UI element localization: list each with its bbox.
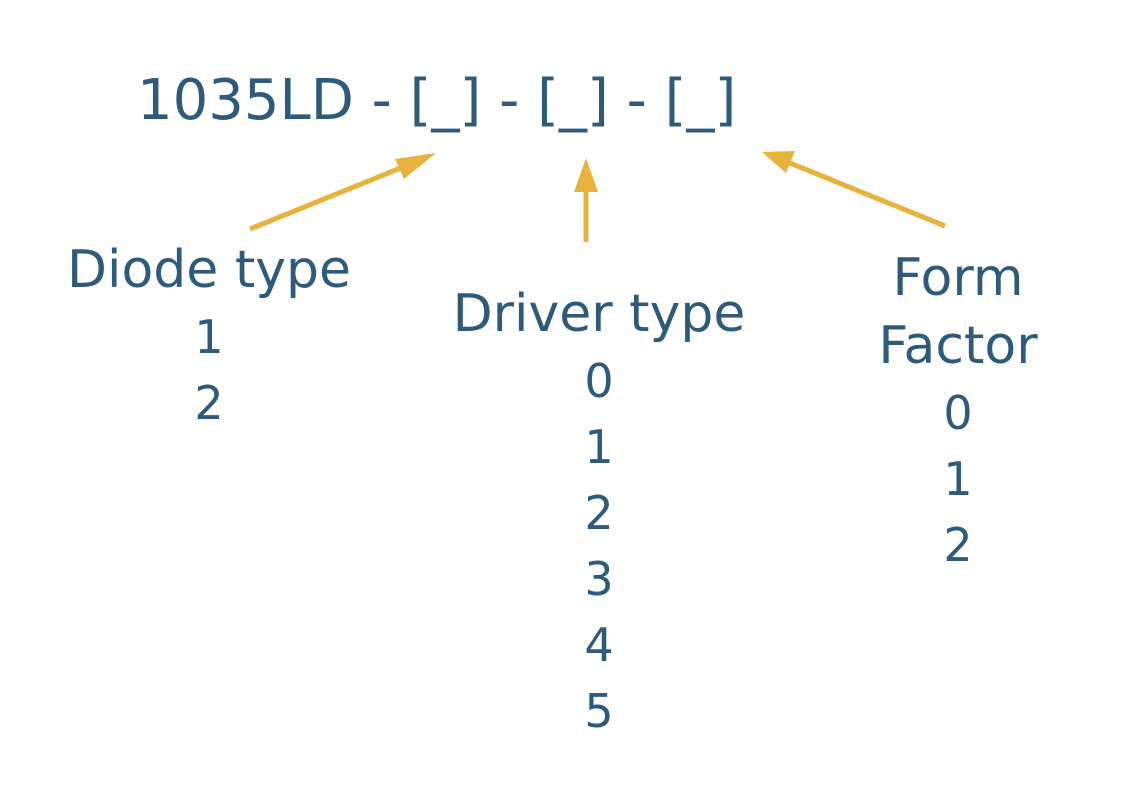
- driver-type-option: 2: [584, 486, 614, 540]
- diode-type-column: Diode type 1 2: [58, 236, 360, 436]
- form-factor-option: 1: [943, 452, 973, 506]
- diode-arrow: [249, 153, 436, 232]
- form-factor-option: 2: [943, 518, 973, 572]
- diode-type-option: 2: [194, 376, 224, 430]
- driver-type-option: 4: [584, 618, 614, 672]
- driver-type-option: 5: [584, 684, 614, 738]
- driver-type-title: Driver type: [452, 284, 746, 344]
- form-factor-arrow: [762, 151, 946, 229]
- driver-type-option: 3: [584, 552, 614, 606]
- driver-type-column: Driver type 0 1 2 3 4 5: [440, 280, 758, 744]
- form-factor-column: Form Factor 0 1 2: [862, 244, 1054, 578]
- form-factor-title: Form Factor: [878, 248, 1038, 376]
- part-number-code: 1035LD - [_] - [_] - [_]: [137, 68, 737, 133]
- driver-arrow: [574, 158, 598, 242]
- driver-type-option: 1: [584, 420, 614, 474]
- diode-type-option: 1: [194, 310, 224, 364]
- diode-type-title: Diode type: [67, 240, 351, 300]
- driver-type-option: 0: [584, 354, 614, 408]
- form-factor-option: 0: [943, 386, 973, 440]
